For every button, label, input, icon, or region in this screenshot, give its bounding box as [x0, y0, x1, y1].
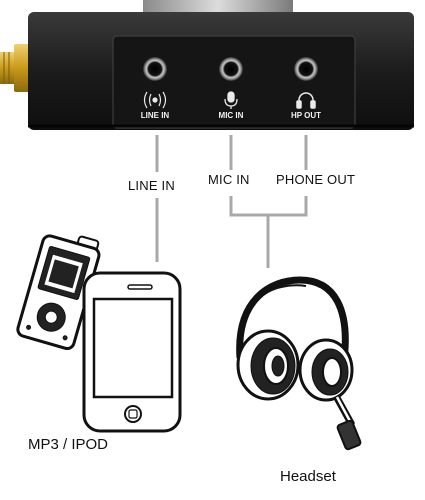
- port-panel: [112, 35, 356, 129]
- line-in-jack: [143, 57, 167, 81]
- headset-bracket: [229, 196, 308, 217]
- connector-label-line-in: LINE IN: [128, 178, 175, 193]
- connector-lines: [155, 135, 308, 268]
- right-ear-cup: [298, 338, 354, 402]
- port-label-hp-out: HP OUT: [290, 111, 322, 120]
- port-label-line-in: LINE IN: [140, 111, 170, 120]
- label-mp3-ipod: MP3 / IPOD: [28, 436, 109, 453]
- volume-knob: [143, 0, 293, 14]
- connector-label-phone-out: PHONE OUT: [276, 172, 356, 187]
- microphone-icon: [224, 91, 238, 109]
- line-in-wave-icon: [143, 91, 167, 109]
- hp-out-jack: [294, 57, 318, 81]
- boom-microphone: [332, 394, 362, 451]
- iphone-illustration: [82, 271, 182, 433]
- headset-illustration: [236, 276, 362, 451]
- audio-device: [0, 0, 414, 130]
- port-label-mic-in: MIC IN: [218, 111, 244, 120]
- mic-in-jack: [219, 57, 243, 81]
- label-headset: Headset: [280, 468, 336, 485]
- headphones-icon: [296, 92, 316, 109]
- left-ear-cup: [236, 329, 300, 401]
- connector-label-mic-in: MIC IN: [208, 172, 250, 187]
